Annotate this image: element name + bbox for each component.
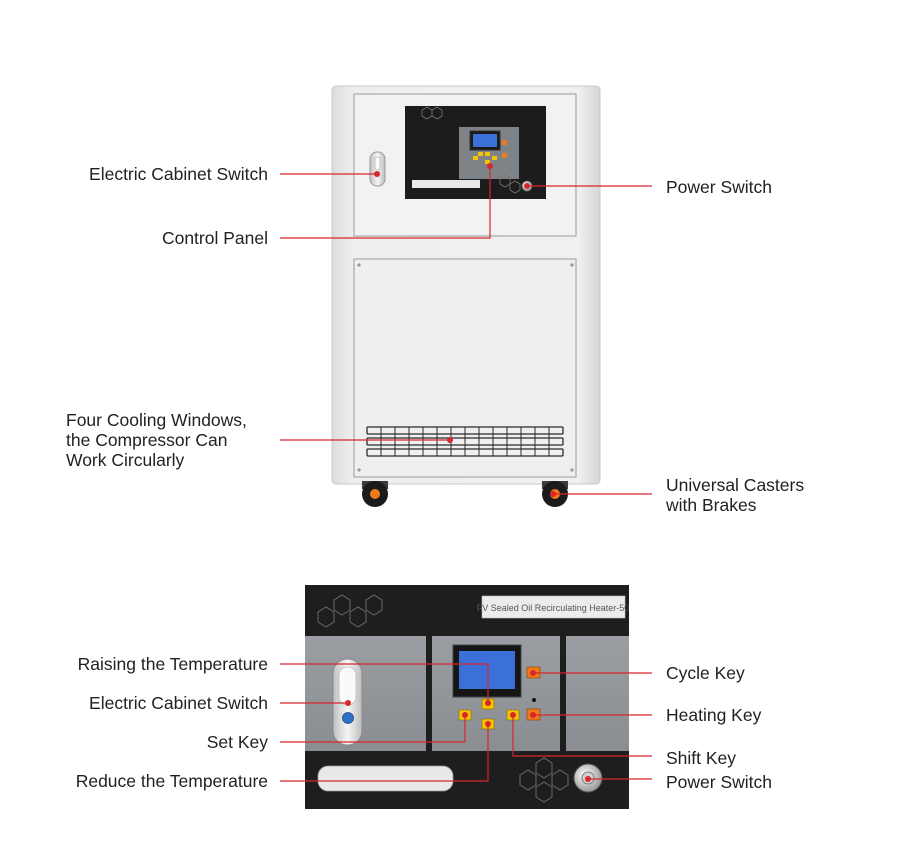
- callout-raising-temperature: Raising the Temperature: [77, 654, 268, 674]
- callout-casters: Universal Casters with Brakes: [666, 475, 804, 515]
- callout-control-panel: Control Panel: [161, 228, 268, 248]
- callout-electric-cabinet-switch-top: Electric Cabinet Switch: [89, 164, 268, 184]
- cabinet-handle: [369, 151, 386, 187]
- callout-cooling-windows-line2: the Compressor Can: [66, 430, 228, 450]
- callout-power-switch-bottom: Power Switch: [666, 772, 773, 792]
- callout-casters-line2: with Brakes: [666, 495, 757, 515]
- callout-set-key: Set Key: [206, 732, 268, 752]
- top-callout-lines: [280, 163, 652, 497]
- bottom-callout-lines: [280, 663, 652, 782]
- callout-cooling-windows-line3: Work Circularly: [66, 450, 185, 470]
- panel-closeup: FV Sealed Oil Recirculating Heater-50: [305, 585, 629, 809]
- cooling-vents: [366, 426, 564, 457]
- cabinet-unit: [331, 85, 601, 507]
- callout-electric-cabinet-switch-bottom: Electric Cabinet Switch: [89, 693, 268, 713]
- callout-heating-key: Heating Key: [666, 705, 762, 725]
- callout-cooling-windows-line1: Four Cooling Windows,: [66, 410, 247, 430]
- callout-cycle-key: Cycle Key: [666, 663, 745, 683]
- callout-casters-line1: Universal Casters: [666, 475, 805, 495]
- callout-power-switch-top: Power Switch: [666, 177, 773, 197]
- callout-shift-key: Shift Key: [666, 748, 737, 768]
- callout-reduce-temperature: Reduce the Temperature: [75, 771, 268, 791]
- control-panel-plate: [405, 106, 546, 199]
- caster-left: [362, 481, 388, 507]
- callout-cooling-windows: Four Cooling Windows, the Compressor Can…: [66, 410, 247, 470]
- panel-title: FV Sealed Oil Recirculating Heater-50: [477, 603, 630, 613]
